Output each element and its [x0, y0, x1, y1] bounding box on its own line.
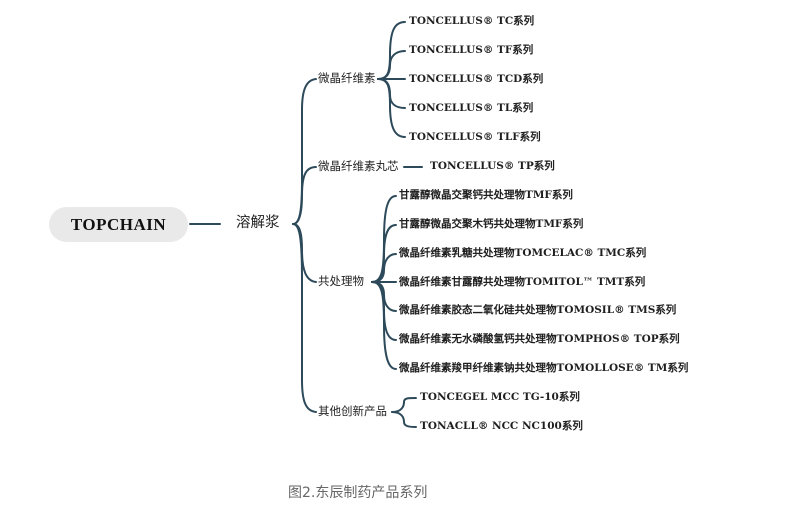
leaf-coprocessed: 微晶纤维素羧甲纤维素钠共处理物TOMOLLOSE® TM系列: [399, 362, 689, 374]
group-mcc: 微晶纤维素: [318, 71, 376, 85]
branch-innovative: [292, 223, 317, 413]
leaf-innovative: TONCEGEL MCC TG-10系列: [420, 391, 580, 403]
root-node: TOPCHAIN: [49, 207, 188, 242]
leaf-innovative: TONACLL® NCC NC100系列: [420, 420, 583, 432]
leaf-mcc: TONCELLUS® TL系列: [409, 102, 534, 114]
leaf-mcc: TONCELLUS® TCD系列: [409, 73, 544, 85]
leaf-mcc: TONCELLUS® TC系列: [409, 15, 535, 27]
leaf-coprocessed: 微晶纤维素无水磷酸氢钙共处理物TOMPHOS® TOP系列: [399, 333, 680, 345]
level1-node: 溶解浆: [236, 215, 280, 231]
leaf-pellet: TONCELLUS® TP系列: [430, 160, 555, 172]
leaf-connector: [377, 50, 406, 80]
figure-caption: 图2.东辰制药产品系列: [288, 485, 428, 501]
leaf-connector: [377, 78, 406, 109]
leaf-connector: [391, 397, 417, 413]
branch-coprocessed: [292, 223, 317, 283]
group-coprocessed: 共处理物: [318, 274, 364, 288]
leaf-connector: [371, 281, 397, 370]
leaf-mcc: TONCELLUS® TLF系列: [409, 131, 541, 143]
branch-pellet: [292, 166, 317, 225]
group-pellet: 微晶纤维素丸芯: [318, 159, 399, 173]
leaf-connector: [377, 78, 406, 138]
branch-mcc: [292, 78, 317, 225]
leaf-coprocessed: 微晶纤维素胶态二氧化硅共处理物TOMOSIL® TMS系列: [399, 304, 677, 316]
group-innovative: 其他创新产品: [318, 404, 387, 418]
leaf-mcc: TONCELLUS® TF系列: [409, 44, 534, 56]
leaf-coprocessed: 甘露醇微晶交聚木钙共处理物TMF系列: [399, 218, 584, 230]
leaf-coprocessed: 微晶纤维素乳糖共处理物TOMCELAC® TMC系列: [399, 247, 647, 259]
leaf-coprocessed: 微晶纤维素甘露醇共处理物TOMITOL™ TMT系列: [399, 276, 646, 288]
leaf-connector: [391, 411, 417, 428]
leaf-coprocessed: 甘露醇微晶交聚钙共处理物TMF系列: [399, 189, 573, 201]
leaf-connector: [371, 253, 397, 283]
